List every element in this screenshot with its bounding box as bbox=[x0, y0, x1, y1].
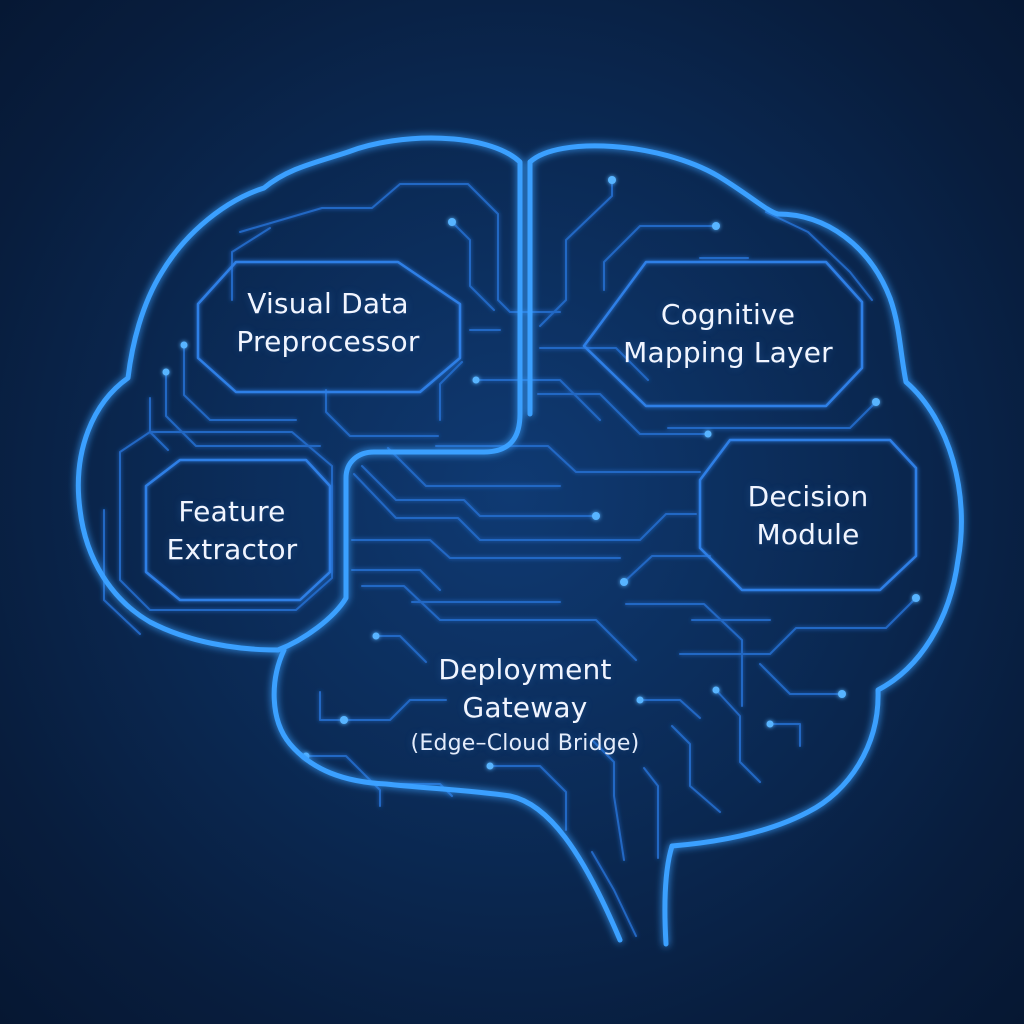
region-feature-line1: Feature bbox=[178, 495, 286, 528]
circuit-trace bbox=[361, 585, 637, 661]
circuit-trace bbox=[623, 555, 711, 583]
circuit-trace bbox=[375, 635, 427, 663]
region-label-deployment-gateway: Deployment Gateway (Edge–Cloud Bridge) bbox=[411, 651, 640, 761]
circuit-trace bbox=[231, 227, 271, 301]
circuit-trace bbox=[591, 739, 625, 861]
region-deployment-line2: Gateway bbox=[462, 691, 588, 724]
circuit-trace bbox=[451, 221, 495, 311]
circuit-node bbox=[162, 368, 170, 376]
circuit-trace bbox=[625, 603, 743, 707]
region-frames bbox=[144, 260, 918, 602]
region-decision-line1: Decision bbox=[747, 480, 869, 513]
region-deployment-line3: (Edge–Cloud Bridge) bbox=[410, 731, 640, 756]
circuit-node bbox=[448, 218, 456, 226]
region-label-feature-extractor: Feature Extractor bbox=[167, 493, 298, 569]
circuit-trace bbox=[759, 663, 843, 695]
region-frame-feature bbox=[144, 458, 332, 602]
brain-left-hemisphere-outline bbox=[75, 135, 523, 653]
region-frame-visual bbox=[196, 260, 462, 394]
circuit-node bbox=[472, 376, 480, 384]
circuit-node bbox=[838, 690, 846, 698]
region-label-visual-data-preprocessor: Visual Data Preprocessor bbox=[236, 285, 419, 361]
circuit-trace bbox=[667, 401, 877, 429]
region-cognitive-line2: Mapping Layer bbox=[623, 336, 833, 369]
circuit-trace bbox=[183, 344, 297, 421]
circuit-trace bbox=[435, 445, 701, 473]
region-deployment-line1: Deployment bbox=[438, 653, 612, 686]
circuit-trace bbox=[769, 723, 801, 747]
region-feature-line2: Extractor bbox=[166, 533, 298, 566]
circuit-node bbox=[704, 430, 712, 438]
circuit-trace bbox=[539, 179, 613, 327]
brain-outline bbox=[75, 135, 964, 947]
circuit-node bbox=[712, 686, 720, 694]
region-decision-line2: Module bbox=[756, 518, 860, 551]
circuit-trace bbox=[353, 473, 697, 541]
circuit-trace bbox=[537, 393, 709, 435]
circuit-node bbox=[486, 762, 494, 770]
circuit-trace bbox=[671, 725, 721, 813]
region-cognitive-line1: Cognitive bbox=[660, 298, 796, 331]
circuit-trace bbox=[361, 465, 597, 517]
circuit-trace bbox=[397, 783, 453, 797]
circuit-traces bbox=[103, 179, 917, 937]
circuit-node bbox=[620, 578, 628, 586]
brain-right-hemisphere-outline bbox=[527, 143, 964, 947]
region-frame-decision bbox=[698, 438, 918, 592]
region-label-cognitive-mapping-layer: Cognitive Mapping Layer bbox=[623, 296, 833, 372]
circuit-trace bbox=[639, 699, 701, 719]
circuit-trace bbox=[351, 569, 441, 591]
circuit-node bbox=[592, 512, 600, 520]
region-label-decision-module: Decision Module bbox=[748, 478, 869, 554]
region-frame-cognitive bbox=[582, 260, 864, 408]
circuit-trace bbox=[439, 361, 463, 421]
circuit-trace bbox=[305, 755, 381, 807]
region-visual-line2: Preprocessor bbox=[236, 325, 420, 358]
circuit-trace bbox=[239, 183, 561, 313]
circuit-trace bbox=[603, 225, 717, 291]
circuit-node bbox=[766, 720, 774, 728]
circuit-trace bbox=[765, 211, 873, 301]
circuit-node bbox=[912, 594, 920, 602]
brain-lower-lobe-outline bbox=[271, 159, 623, 943]
region-visual-line1: Visual Data bbox=[247, 287, 409, 320]
circuit-trace bbox=[539, 347, 649, 381]
circuit-trace bbox=[643, 767, 659, 859]
circuit-node bbox=[372, 632, 380, 640]
circuit-trace bbox=[387, 447, 561, 487]
circuit-trace bbox=[325, 389, 439, 437]
circuit-trace bbox=[351, 539, 621, 559]
circuit-node bbox=[340, 716, 348, 724]
circuit-trace bbox=[679, 597, 917, 655]
circuit-node bbox=[608, 176, 616, 184]
circuit-trace bbox=[715, 689, 761, 783]
circuit-trace bbox=[119, 431, 333, 611]
circuit-node bbox=[180, 341, 188, 349]
circuit-node bbox=[712, 222, 720, 230]
circuit-trace bbox=[591, 851, 637, 937]
circuit-trace bbox=[475, 379, 601, 421]
circuit-node bbox=[872, 398, 880, 406]
circuit-trace bbox=[489, 765, 567, 831]
circuit-trace bbox=[103, 509, 141, 635]
circuit-node bbox=[636, 696, 644, 704]
circuit-trace bbox=[319, 691, 447, 721]
